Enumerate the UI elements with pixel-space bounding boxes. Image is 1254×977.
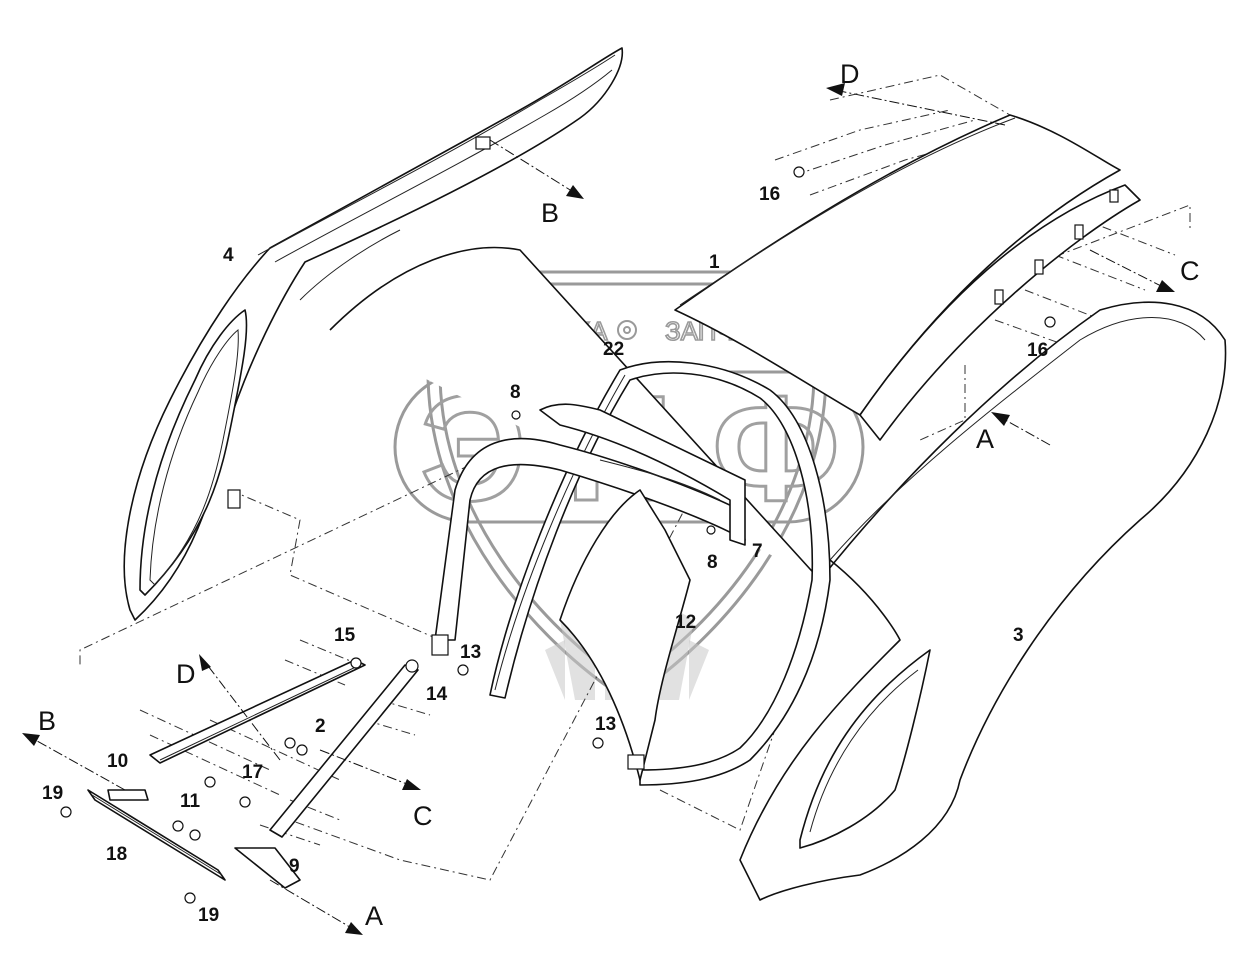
callout-22: 22: [603, 339, 624, 360]
callout-16b: 16: [1027, 340, 1048, 361]
callout-13a: 13: [460, 642, 481, 663]
view-letter-labels: A A B B C C D D: [38, 59, 1200, 931]
callout-17: 17: [242, 762, 263, 783]
callout-9: 9: [289, 856, 300, 877]
view-label-c-right: C: [1180, 256, 1200, 286]
part-1-roof-panel: [674, 114, 1141, 441]
callout-14: 14: [426, 684, 448, 705]
callout-15: 15: [334, 625, 356, 646]
callout-7: 7: [752, 541, 763, 562]
callout-3: 3: [1013, 625, 1024, 646]
part-10-bracket: [107, 789, 149, 801]
assembly-guide-lines: [79, 74, 1191, 881]
callout-4: 4: [223, 245, 234, 266]
watermark-gear-icon: [617, 320, 637, 340]
bolt-icons: [60, 166, 1056, 904]
part-14-hinge-plate: [269, 664, 419, 838]
callout-16a: 16: [759, 184, 780, 205]
view-label-b-left: B: [38, 706, 56, 736]
view-label-a-bottom: A: [365, 901, 383, 931]
callout-8b: 8: [707, 552, 718, 573]
view-label-a-right: A: [976, 424, 994, 454]
part-9-bracket: [234, 847, 301, 889]
callout-19a: 19: [42, 783, 63, 804]
callout-1: 1: [709, 252, 720, 273]
callout-8a: 8: [510, 382, 521, 403]
callout-18: 18: [106, 844, 127, 865]
lower-hinge-assembly: [60, 166, 1056, 904]
view-label-d-bottom: D: [176, 659, 196, 689]
view-arrows: [22, 83, 1175, 935]
callout-labels: 1 2 3 4 7 8 8 9 10 11 12 13 13 14 15 16 …: [42, 184, 1048, 926]
callout-10: 10: [107, 751, 128, 772]
part-4-left-side-frame: [123, 47, 624, 621]
view-label-c-bottom: C: [413, 801, 433, 831]
view-label-d-top: D: [840, 59, 860, 89]
callout-19b: 19: [198, 905, 219, 926]
callout-13b: 13: [595, 714, 616, 735]
callout-11: 11: [180, 791, 201, 812]
part-7-window-frame: [431, 403, 746, 781]
part-15-hinge-plate: [149, 659, 366, 764]
callout-2: 2: [315, 716, 326, 737]
view-label-b-top: B: [541, 198, 559, 228]
callout-12: 12: [675, 612, 696, 633]
